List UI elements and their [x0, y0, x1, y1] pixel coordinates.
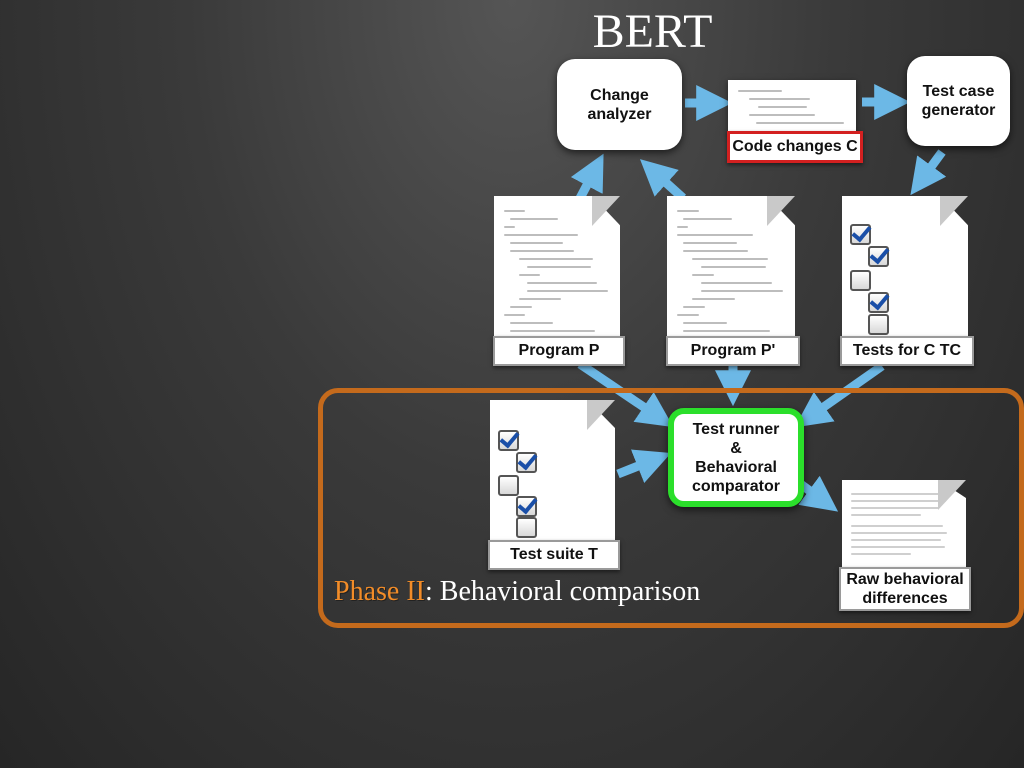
- arrow-suite-to-runner: [616, 449, 672, 484]
- raw-differences-fold: [938, 480, 966, 510]
- checkbox-checked-icon: [516, 452, 537, 473]
- tests-for-c-fold: [940, 196, 968, 226]
- checkbox-empty-icon: [516, 517, 537, 538]
- arrow-pprime-to-analyzer: [639, 159, 687, 202]
- arrow-generator-to-tests: [910, 149, 947, 196]
- program-p-fold: [592, 196, 620, 226]
- program-p-prime-label: Program P': [666, 336, 800, 366]
- checkbox-checked-icon: [850, 224, 871, 245]
- checkbox-checked-icon: [868, 246, 889, 267]
- tests-for-c-label: Tests for C TC: [840, 336, 974, 366]
- checkbox-checked-icon: [498, 430, 519, 451]
- phase-caption: Phase II: Behavioral comparison: [334, 576, 700, 608]
- change-analyzer-node: Change analyzer: [557, 59, 682, 150]
- checkbox-checked-icon: [516, 496, 537, 517]
- phase-description: : Behavioral comparison: [424, 576, 701, 607]
- checkbox-empty-icon: [850, 270, 871, 291]
- checkbox-empty-icon: [868, 314, 889, 335]
- slide-title: BERT: [592, 5, 713, 58]
- test-suite-label: Test suite T: [488, 540, 620, 570]
- test-suite-fold: [587, 400, 615, 430]
- test-case-generator-node: Test case generator: [907, 56, 1010, 146]
- phase-highlight: Phase II: [334, 576, 425, 607]
- test-runner-comparator-node: Test runner & Behavioral comparator: [668, 408, 804, 507]
- code-changes-doc: [728, 80, 856, 134]
- raw-differences-label: Raw behavioral differences: [839, 567, 971, 611]
- code-changes-label: Code changes C: [727, 131, 863, 163]
- program-p-label: Program P: [493, 336, 625, 366]
- program-p-prime-fold: [767, 196, 795, 226]
- checkbox-checked-icon: [868, 292, 889, 313]
- phase-ii-frame: [318, 388, 1024, 628]
- checkbox-empty-icon: [498, 475, 519, 496]
